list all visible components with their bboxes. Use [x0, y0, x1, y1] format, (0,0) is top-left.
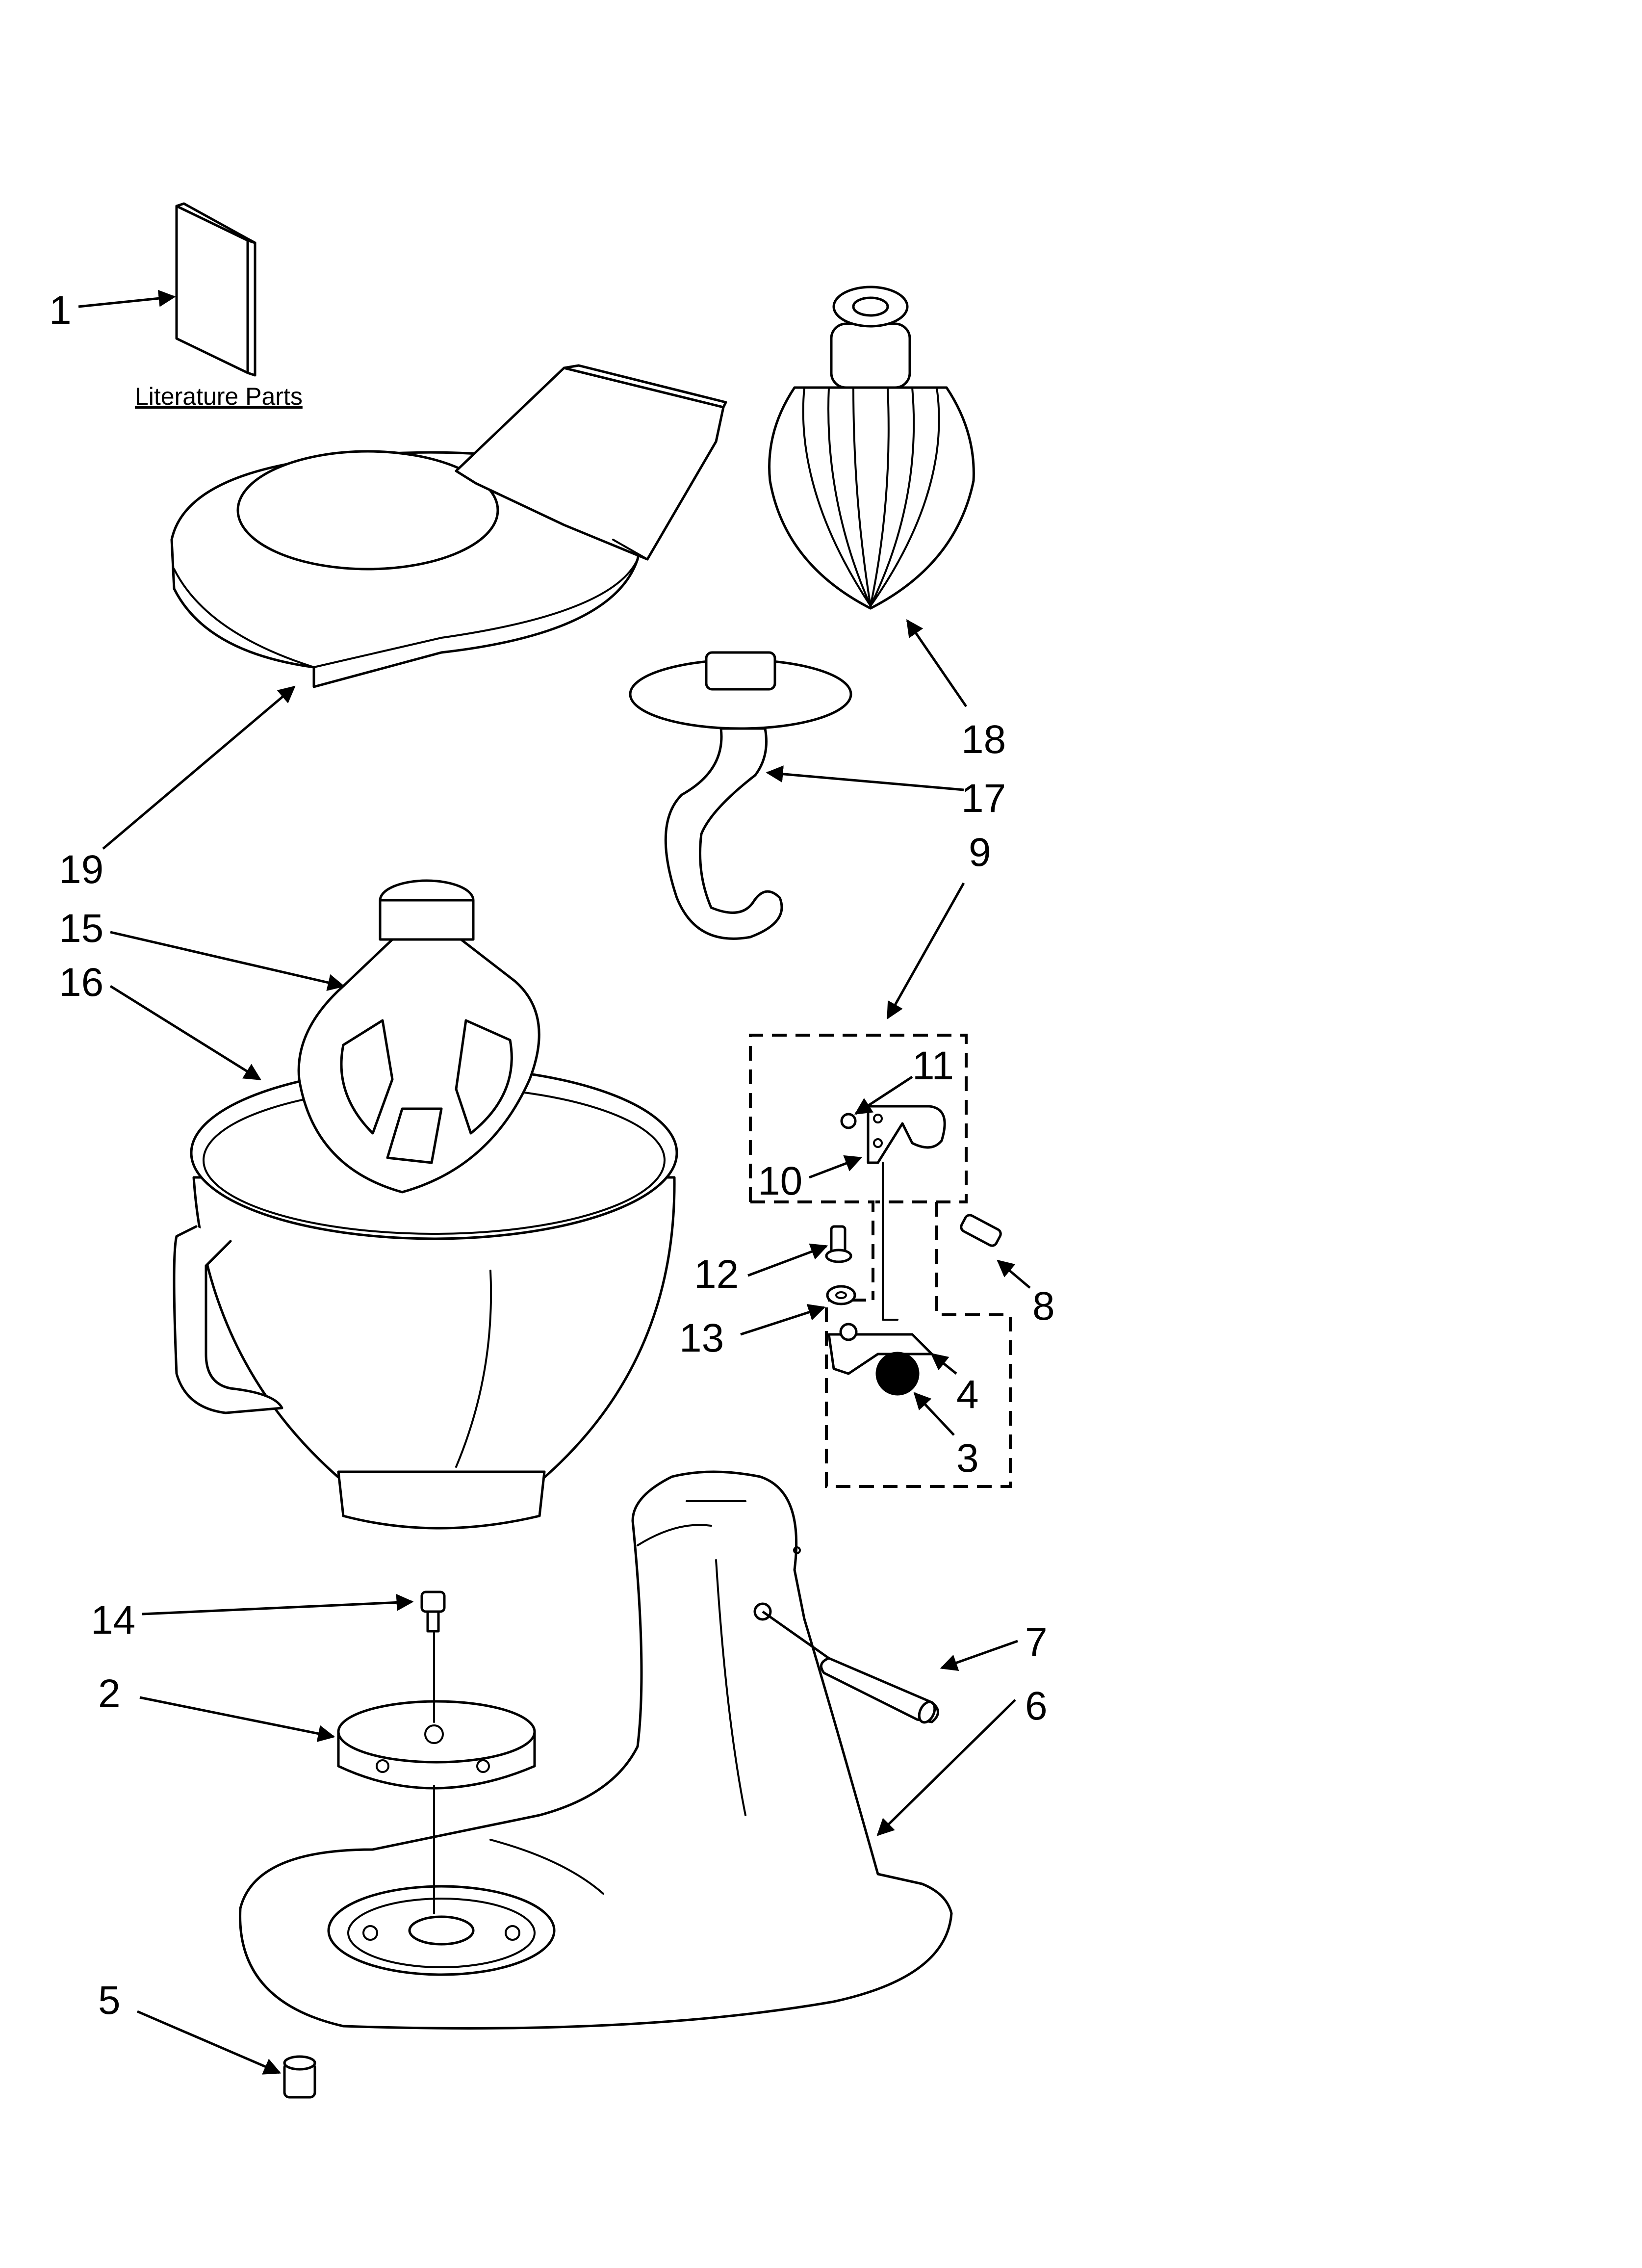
- callout-9: 9: [969, 830, 991, 875]
- bowl-clamp-assembly: [749, 1034, 1012, 1488]
- callout-11: 11: [912, 1043, 954, 1088]
- leader-lines: [78, 289, 1031, 2075]
- callout-13: 13: [679, 1316, 724, 1360]
- callout-15: 15: [59, 906, 103, 951]
- callout-16: 16: [59, 960, 103, 1005]
- flat-beater: [297, 879, 540, 1194]
- locking-lever: [827, 1323, 933, 1396]
- screw-and-washer: [825, 1225, 856, 1305]
- callout-2: 2: [98, 1671, 121, 1716]
- callout-12: 12: [694, 1252, 739, 1297]
- callout-19: 19: [59, 847, 103, 892]
- pouring-shield: [170, 364, 727, 688]
- callout-6: 6: [1025, 1684, 1048, 1728]
- callout-8: 8: [1032, 1284, 1055, 1329]
- callout-4: 4: [956, 1372, 979, 1417]
- callout-10: 10: [758, 1159, 802, 1203]
- callout-3: 3: [956, 1436, 979, 1481]
- literature-booklet: [175, 202, 257, 377]
- trim-screw: [420, 1590, 446, 1633]
- adjusting-screw: [960, 1214, 1002, 1247]
- trim-band: [337, 1628, 536, 1914]
- callout-17: 17: [961, 776, 1006, 821]
- callout-7: 7: [1025, 1620, 1048, 1665]
- callout-numbers: 1 19 18 17 9 15 16 11 10 12 13 8 4 3 14 …: [49, 288, 1055, 2023]
- callout-1: 1: [49, 288, 72, 333]
- dough-hook: [629, 651, 852, 940]
- literature-parts-label: Literature Parts: [135, 383, 303, 410]
- wire-whip: [768, 286, 975, 610]
- callout-5: 5: [98, 1978, 121, 2023]
- hinge-pin: [762, 1610, 939, 1724]
- callout-18: 18: [961, 717, 1006, 762]
- callout-14: 14: [91, 1598, 135, 1642]
- mixer-pedestal: [239, 1470, 953, 2030]
- rubber-foot: [283, 2055, 316, 2099]
